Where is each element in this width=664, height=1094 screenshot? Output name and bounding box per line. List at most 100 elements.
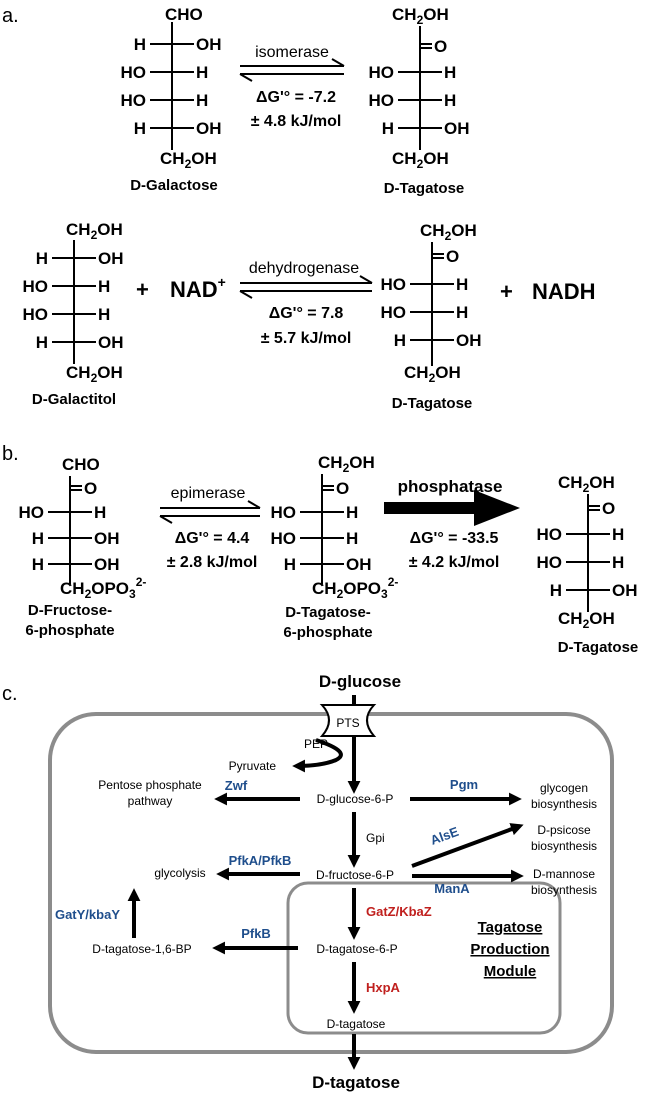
svg-text:HO: HO [537,553,563,572]
d-tagatose-structure-2: CH2OH O HO H HO H H OH CH2OH D-Tagatose [381,221,482,412]
d-tagatose-1-6-bp: D-tagatose-1,6-BP [92,942,191,956]
svg-text:HO: HO [537,525,563,544]
svg-text:CH2OH: CH2OH [558,609,615,631]
module-label-line1: Tagatose [478,919,543,936]
dehydrogenase-dg: ΔG'° = 7.8 [269,305,344,322]
pyruvate-label: Pyruvate [229,759,277,773]
nadh: NADH [532,279,596,304]
nad-plus: NAD+ [170,274,226,302]
svg-text:CH2OH: CH2OH [160,149,217,171]
svg-text:D-Tagatose-: D-Tagatose- [285,604,371,621]
alse-enzyme: AlsE [428,824,461,848]
svg-text:H: H [36,333,48,352]
ppp-label-line1: Pentose phosphate [98,778,202,792]
svg-text:HO: HO [19,503,45,522]
svg-text:H: H [196,91,208,110]
mannose-line1: D-mannose [533,867,595,881]
pts-transporter-icon [319,704,377,737]
psicose-line2: biosynthesis [531,839,597,853]
dehydrogenase-arrows [239,275,373,299]
phosphatase-label: phosphatase [398,477,503,496]
epimerase-dg-error: ± 2.8 kJ/mol [167,554,258,571]
module-label-line2: Production [470,941,549,958]
epimerase-label: epimerase [171,485,246,502]
pfkb-enzyme: PfkB [241,926,271,941]
svg-text:H: H [94,503,106,522]
svg-text:H: H [134,119,146,138]
ppp-label-line2: pathway [128,794,173,808]
svg-text:HO: HO [271,503,297,522]
svg-text:H: H [98,305,110,324]
svg-text:6-phosphate: 6-phosphate [25,622,114,639]
svg-text:H: H [346,503,358,522]
d-galactose-structure: CHO H OH HO H HO H H OH CH2OH D-Galactos… [121,5,222,194]
svg-text:H: H [134,35,146,54]
svg-text:HO: HO [271,529,297,548]
svg-text:H: H [456,303,468,322]
d-tagatose-structure-3: CH2OH O HO H HO H H OH CH2OH D-Tagatose [537,473,639,656]
svg-text:H: H [444,91,456,110]
svg-text:D-Fructose-: D-Fructose- [28,602,112,619]
hxpa-enzyme: HxpA [366,980,401,995]
dehydrogenase-label: dehydrogenase [249,260,359,277]
svg-text:CH2OH: CH2OH [318,453,375,475]
svg-text:O: O [434,37,447,56]
phosphatase-dg: ΔG'° = -33.5 [410,530,499,547]
svg-text:H: H [612,525,624,544]
d-fructose-6-p: D-fructose-6-P [316,868,394,882]
svg-text:CH2OH: CH2OH [392,149,449,171]
phosphatase-dg-error: ± 4.2 kJ/mol [409,554,500,571]
d-tagatose-structure-1: CH2OH O HO H HO H H OH CH2OH D-Tagatose [369,5,470,197]
svg-text:OH: OH [196,119,222,138]
svg-text:OH: OH [444,119,470,138]
svg-text:CH2OH: CH2OH [66,220,123,242]
gatz-kbaz-enzyme: GatZ/KbaZ [366,904,432,919]
panel-b-label: b. [2,443,19,465]
dehydrogenase-dg-error: ± 5.7 kJ/mol [261,330,352,347]
svg-text:O: O [336,479,349,498]
svg-text:OH: OH [196,35,222,54]
svg-text:CH2OPO32-: CH2OPO32- [60,575,146,601]
d-tagatose-output: D-tagatose [312,1073,400,1092]
epimerase-dg: ΔG'° = 4.4 [175,530,250,547]
arrow-f6p-to-psicose [411,823,524,868]
fructose-6-phosphate-structure: CHO O HO H H OH H OH CH2OPO32- D-Fructos… [19,455,147,639]
svg-text:OH: OH [98,249,124,268]
svg-text:H: H [32,555,44,574]
glycogen-line2: biosynthesis [531,797,597,811]
svg-text:OH: OH [612,581,638,600]
svg-text:OH: OH [98,333,124,352]
svg-text:H: H [32,529,44,548]
tagatose-name-3: D-Tagatose [558,639,639,656]
svg-text:HO: HO [369,63,395,82]
galactitol-name: D-Galactitol [32,391,116,408]
d-glucose-6-p: D-glucose-6-P [317,792,394,806]
d-glucose-input: D-glucose [319,672,401,691]
svg-text:HO: HO [121,91,147,110]
svg-text:6-phosphate: 6-phosphate [283,624,372,641]
tagatose-name-1: D-Tagatose [384,180,465,197]
d-tagatose-intracellular: D-tagatose [327,1017,386,1031]
svg-text:CH2OH: CH2OH [420,221,477,243]
svg-text:H: H [196,63,208,82]
panel-a-label: a. [2,5,19,27]
svg-text:OH: OH [456,331,482,350]
glycolysis-label: glycolysis [154,866,205,880]
svg-text:OH: OH [346,555,372,574]
mannose-line2: biosynthesis [531,883,597,897]
svg-text:O: O [446,247,459,266]
svg-text:HO: HO [369,91,395,110]
gaty-kbay-enzyme: GatY/kbaY [55,907,120,922]
psicose-line1: D-psicose [537,823,591,837]
module-label-line3: Module [484,963,537,980]
arrow-pep-to-pyruvate [292,738,343,773]
tagatose-production-module-box [286,881,562,1035]
gpi-enzyme: Gpi [366,831,385,845]
svg-text:CH2OH: CH2OH [404,363,461,385]
svg-text:H: H [550,581,562,600]
pfka-pfkb-enzyme: PfkA/PfkB [229,853,292,868]
panel-c-label: c. [2,683,18,705]
svg-text:HO: HO [23,305,49,324]
svg-text:H: H [382,119,394,138]
